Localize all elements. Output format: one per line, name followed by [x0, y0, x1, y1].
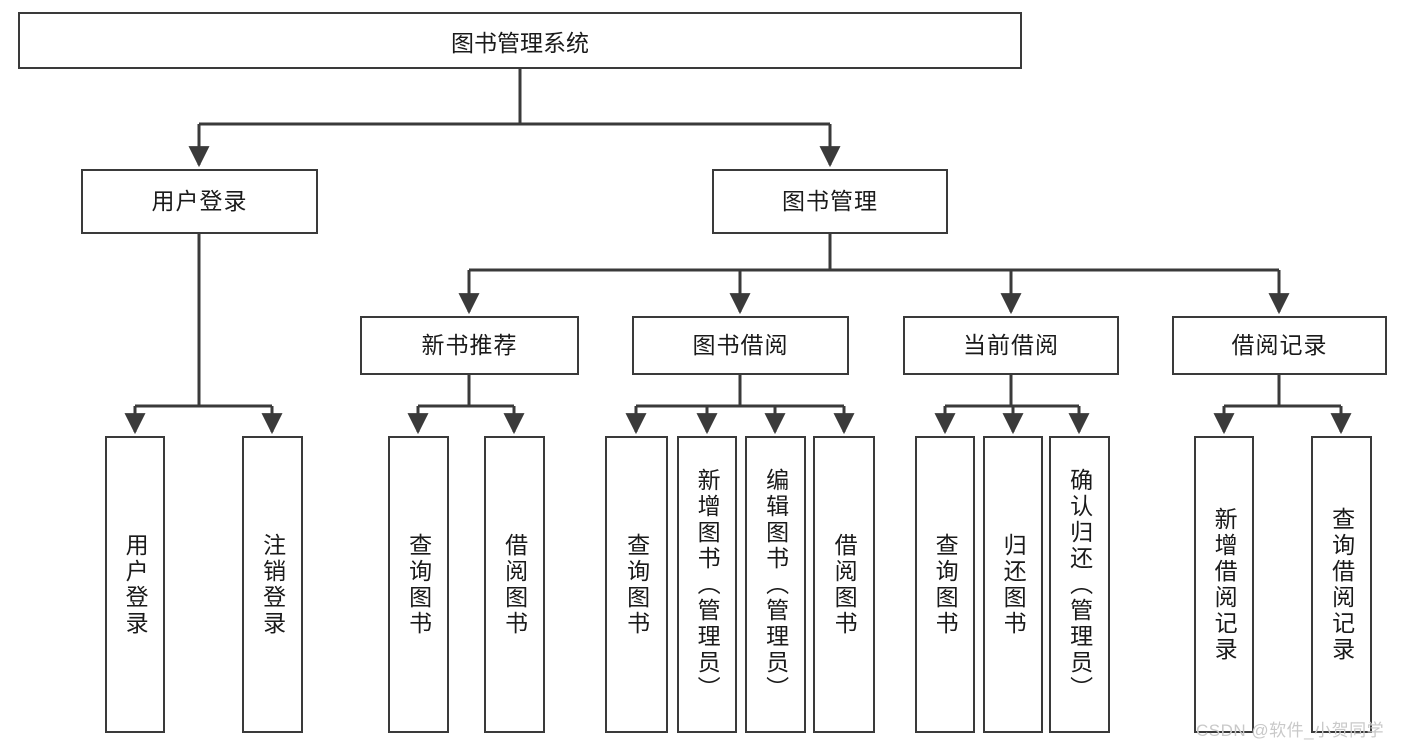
- node-leaf-confirm-return[interactable]: 确认归还（管理员）: [1049, 436, 1110, 733]
- node-current-borrow[interactable]: 当前借阅: [903, 316, 1119, 375]
- node-new-book-recommend[interactable]: 新书推荐: [360, 316, 579, 375]
- node-new-book-recommend-label: 新书推荐: [421, 331, 518, 358]
- node-leaf-borrow-book-1-label: 借阅图书: [501, 532, 528, 637]
- node-leaf-add-record[interactable]: 新增借阅记录: [1194, 436, 1254, 733]
- node-leaf-return-book-label: 归还图书: [1000, 532, 1027, 637]
- node-leaf-user-logout-label: 注销登录: [259, 532, 286, 637]
- node-leaf-query-book-1-label: 查询图书: [405, 532, 432, 637]
- node-leaf-query-book-2[interactable]: 查询图书: [605, 436, 668, 733]
- node-leaf-add-book[interactable]: 新增图书（管理员）: [677, 436, 737, 733]
- node-leaf-user-login[interactable]: 用户登录: [105, 436, 165, 733]
- node-leaf-query-book-3-label: 查询图书: [932, 532, 959, 637]
- node-leaf-user-logout[interactable]: 注销登录: [242, 436, 303, 733]
- node-borrow-record[interactable]: 借阅记录: [1172, 316, 1387, 375]
- node-leaf-borrow-book-2[interactable]: 借阅图书: [813, 436, 875, 733]
- node-leaf-query-book-3[interactable]: 查询图书: [915, 436, 975, 733]
- node-borrow-record-label: 借阅记录: [1231, 331, 1328, 358]
- node-book-borrow-label: 图书借阅: [692, 331, 789, 358]
- node-leaf-query-book-1[interactable]: 查询图书: [388, 436, 449, 733]
- node-leaf-borrow-book-1[interactable]: 借阅图书: [484, 436, 545, 733]
- node-leaf-return-book[interactable]: 归还图书: [983, 436, 1043, 733]
- node-current-borrow-label: 当前借阅: [963, 331, 1059, 358]
- node-book-manage-label: 图书管理: [782, 187, 878, 214]
- node-user-login-label: 用户登录: [151, 187, 248, 214]
- node-leaf-query-record[interactable]: 查询借阅记录: [1311, 436, 1372, 733]
- node-leaf-borrow-book-2-label: 借阅图书: [831, 532, 858, 637]
- node-root-label: 图书管理系统: [451, 29, 589, 56]
- node-leaf-edit-book-label: 编辑图书（管理员）: [762, 467, 789, 702]
- node-leaf-user-login-label: 用户登录: [122, 532, 149, 637]
- node-root[interactable]: 图书管理系统: [18, 12, 1022, 69]
- node-book-borrow[interactable]: 图书借阅: [632, 316, 849, 375]
- node-user-login[interactable]: 用户登录: [81, 169, 318, 234]
- node-leaf-query-record-label: 查询借阅记录: [1328, 506, 1355, 663]
- node-leaf-confirm-return-label: 确认归还（管理员）: [1066, 467, 1093, 702]
- node-leaf-add-book-label: 新增图书（管理员）: [694, 467, 721, 702]
- node-leaf-add-record-label: 新增借阅记录: [1211, 506, 1238, 663]
- node-leaf-edit-book[interactable]: 编辑图书（管理员）: [745, 436, 806, 733]
- watermark: CSDN @软件_小贺同学: [1196, 721, 1385, 740]
- node-book-manage[interactable]: 图书管理: [712, 169, 948, 234]
- node-leaf-query-book-2-label: 查询图书: [623, 532, 650, 637]
